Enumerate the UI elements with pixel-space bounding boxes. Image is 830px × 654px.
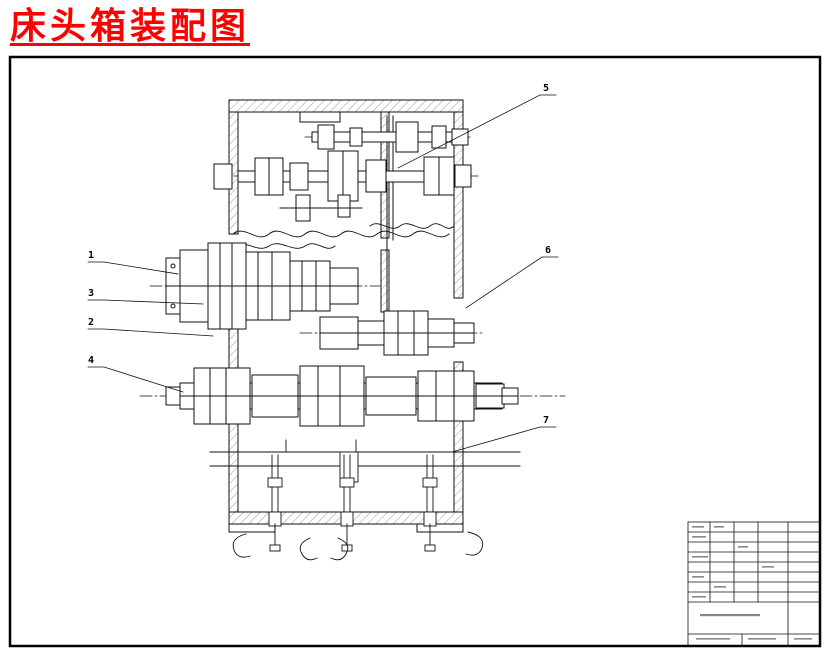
callout-part-3: 3 xyxy=(88,288,95,299)
upper-input-shaft xyxy=(299,111,471,153)
leader-lines xyxy=(87,94,559,453)
title-block-text-marks xyxy=(692,526,812,640)
callout-part-6: 6 xyxy=(545,245,552,256)
title-block xyxy=(687,521,821,647)
lower-internals xyxy=(209,439,521,483)
drawing-title: 床头箱装配图 xyxy=(10,5,251,47)
callout-part-4: 4 xyxy=(88,355,95,366)
mounting-studs xyxy=(232,454,484,561)
sheet-frame xyxy=(8,55,822,648)
callout-part-1: 1 xyxy=(88,250,95,261)
callout-part-2: 2 xyxy=(88,317,95,328)
callout-part-5: 5 xyxy=(543,83,550,94)
intermediate-shaft xyxy=(299,310,483,356)
upper-gear-shaft xyxy=(213,150,479,222)
callout-part-7: 7 xyxy=(543,415,550,426)
main-spindle xyxy=(139,365,566,427)
spindle-assembly-upper xyxy=(149,242,381,330)
break-lines xyxy=(232,223,455,249)
